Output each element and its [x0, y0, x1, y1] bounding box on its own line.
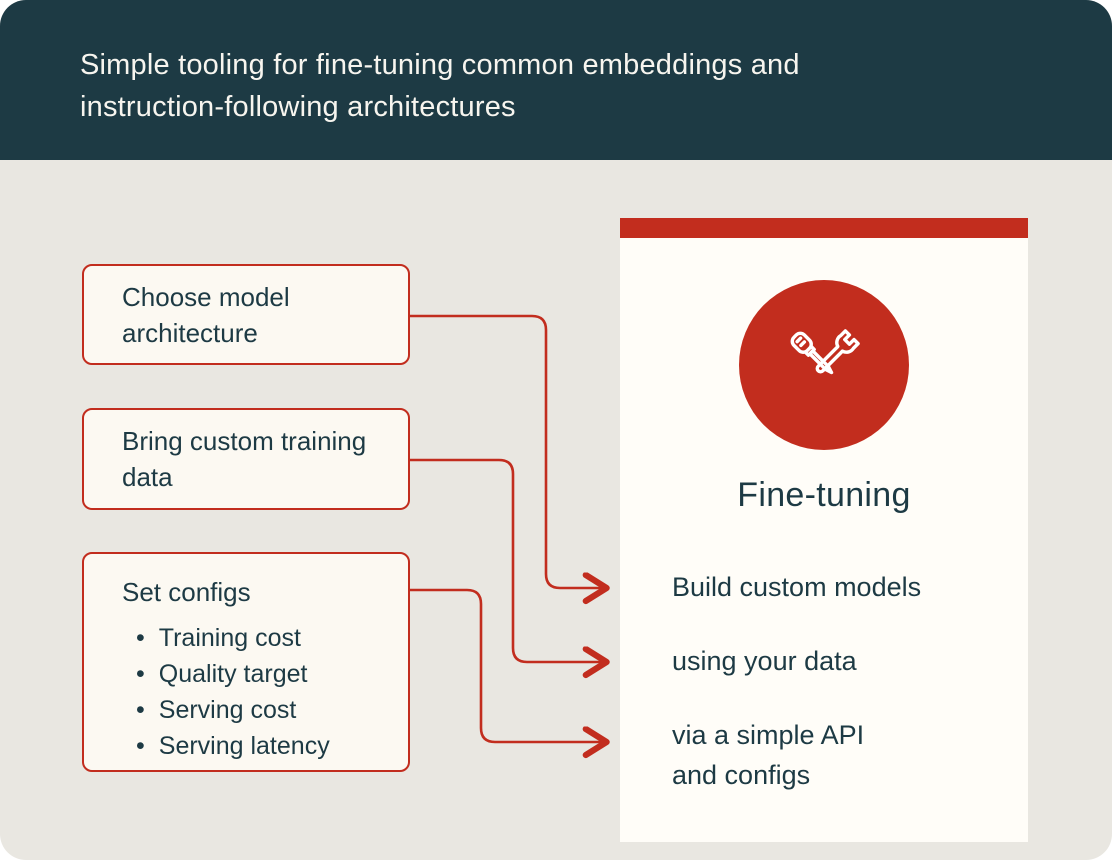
- arrow-set-configs: [410, 588, 604, 742]
- step-label: Set configs: [122, 577, 251, 607]
- header-banner: Simple tooling for fine-tuning common em…: [0, 0, 1112, 160]
- bullet-icon: •: [136, 660, 145, 688]
- card-line: via a simple API and configs: [672, 720, 865, 790]
- header-title: Simple tooling for fine-tuning common em…: [80, 49, 800, 123]
- list-item: • Training cost: [136, 620, 388, 656]
- list-item: • Serving latency: [136, 728, 388, 764]
- crossed-screwdriver-and-wrench-icon: [790, 329, 860, 375]
- step-label: Bring custom training data: [122, 426, 367, 492]
- list-item: • Serving cost: [136, 692, 388, 728]
- step-box-training-data: Bring custom training data: [82, 408, 410, 510]
- bullet-label: Serving latency: [158, 732, 330, 760]
- fine-tuning-card: Fine-tuning Build custom models using yo…: [620, 218, 1028, 842]
- card-accent-bar: [620, 218, 1028, 238]
- bullet-icon: •: [136, 624, 145, 652]
- fine-tuning-icon-circle: [739, 280, 909, 450]
- arrow-training-data: [410, 458, 604, 662]
- bullet-label: Serving cost: [158, 696, 297, 724]
- bullet-label: Training cost: [158, 624, 301, 652]
- list-item: • Quality target: [136, 656, 388, 692]
- bullet-label: Quality target: [158, 660, 308, 688]
- bullet-icon: •: [136, 732, 145, 760]
- card-line: using your data: [672, 646, 857, 676]
- card-description: Build custom models using your data via …: [672, 567, 1028, 795]
- step-label: Choose model architecture: [122, 281, 290, 348]
- config-bullet-list: • Training cost • Quality target • Servi…: [122, 620, 388, 764]
- card-line: Build custom models: [672, 572, 922, 602]
- bullet-icon: •: [136, 696, 145, 724]
- card-title: Fine-tuning: [737, 476, 911, 514]
- step-box-set-configs: Set configs • Training cost • Quality ta…: [82, 552, 410, 772]
- arrow-choose-architecture: [410, 314, 604, 588]
- step-box-choose-architecture: Choose model architecture: [82, 264, 410, 365]
